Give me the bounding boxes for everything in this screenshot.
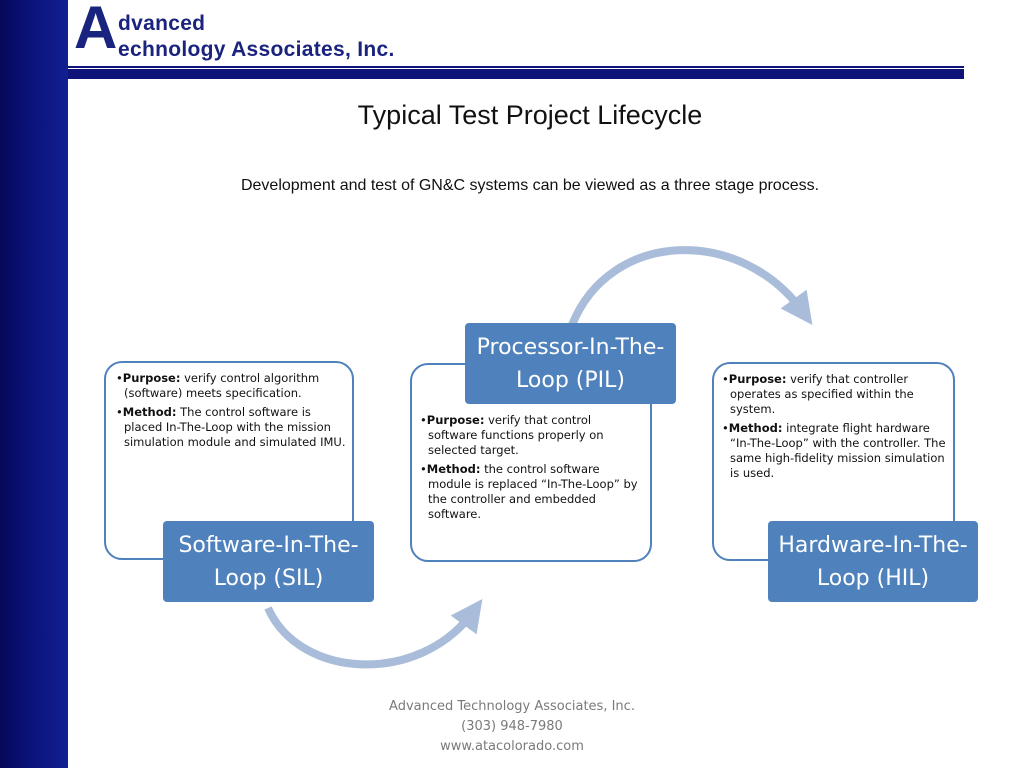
footer-phone: (303) 948-7980 — [461, 719, 563, 734]
left-sidebar-bar — [0, 0, 68, 768]
sil-purpose-text: verify control algorithm (software) meet… — [124, 371, 320, 400]
sil-method-text: The control software is placed In-The-Lo… — [124, 405, 346, 449]
hil-stage-box: Hardware-In-The-Loop (HIL) — [768, 521, 978, 602]
arrow-sil-to-pil — [264, 599, 483, 669]
pil-stage-box: Processor-In-The-Loop (PIL) — [465, 323, 676, 404]
logo-line-2: echnology Associates, Inc. — [118, 38, 395, 61]
pil-method-label: Method: — [426, 462, 481, 476]
logo-letter: A — [74, 0, 118, 61]
slide-title: Typical Test Project Lifecycle — [357, 100, 703, 130]
sil-method: •Method: The control software is placed … — [116, 405, 346, 449]
hil-description-card: •Purpose: verify that controller operate… — [712, 362, 955, 561]
company-logo: A dvanced echnology Associates, Inc. — [74, 0, 434, 66]
hil-method-label: Method: — [728, 421, 783, 435]
hil-purpose-text: verify that controller operates as speci… — [730, 372, 914, 416]
sil-purpose-label: Purpose: — [122, 371, 181, 385]
pil-method: •Method: the control software module is … — [420, 462, 638, 521]
header-thin-rule — [68, 66, 964, 68]
sil-description-card: •Purpose: verify control algorithm (soft… — [104, 361, 354, 560]
sil-purpose: •Purpose: verify control algorithm (soft… — [116, 371, 320, 400]
pil-method-text: the control software module is replaced … — [428, 462, 638, 521]
pil-description-text: •Purpose: verify that control software f… — [420, 413, 644, 526]
hil-purpose: •Purpose: verify that controller operate… — [722, 372, 914, 416]
pil-purpose-label: Purpose: — [426, 413, 485, 427]
arrow-pil-to-hil — [568, 246, 813, 327]
header-rule — [68, 69, 964, 79]
footer-website: www.atacolorado.com — [440, 739, 584, 754]
slide-subtitle: Development and test of GN&C systems can… — [240, 177, 820, 194]
pil-purpose: •Purpose: verify that control software f… — [420, 413, 604, 457]
logo-line-1: dvanced — [118, 12, 206, 35]
hil-description-text: •Purpose: verify that controller operate… — [722, 372, 948, 485]
footer: Advanced Technology Associates, Inc. (30… — [350, 697, 674, 757]
sil-method-label: Method: — [122, 405, 177, 419]
hil-purpose-label: Purpose: — [728, 372, 787, 386]
footer-company: Advanced Technology Associates, Inc. — [389, 699, 635, 714]
sil-stage-box: Software-In-The-Loop (SIL) — [163, 521, 374, 602]
hil-method: •Method: integrate flight hardware “In-T… — [722, 421, 946, 480]
sil-description-text: •Purpose: verify control algorithm (soft… — [116, 371, 346, 454]
hil-method-text: integrate flight hardware “In-The-Loop” … — [730, 421, 946, 480]
pil-purpose-text: verify that control software functions p… — [428, 413, 604, 457]
